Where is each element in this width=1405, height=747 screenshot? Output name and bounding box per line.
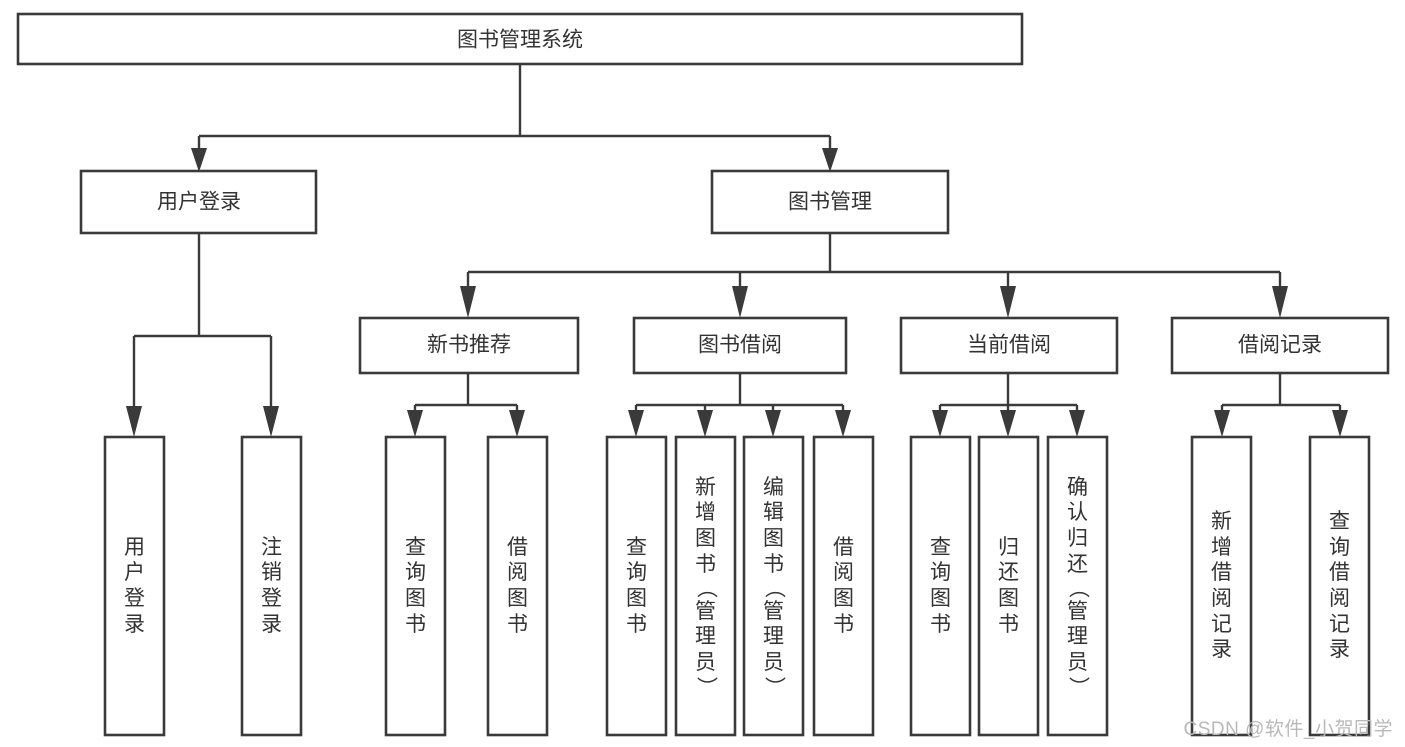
node-borrow-record[interactable] bbox=[1170, 316, 1390, 375]
leaf-bookborrow-edit-book-admin[interactable] bbox=[742, 435, 805, 737]
arrowhead-user-login bbox=[191, 148, 207, 172]
node-current-borrow-label: 当前借阅 bbox=[967, 334, 1051, 357]
node-root-book-management-system[interactable] bbox=[16, 12, 1024, 66]
leaf-newbook-query-book[interactable] bbox=[384, 435, 447, 737]
arrowhead-book-borrow bbox=[732, 286, 748, 318]
arrowhead-bookborrow-leaf-1 bbox=[628, 410, 644, 437]
node-new-book-recommend[interactable] bbox=[358, 316, 580, 375]
leaf-currentborrow-query-book[interactable] bbox=[909, 435, 972, 737]
label-layer: 图书管理系统 用户登录 图书管理 新书推荐 图书借阅 当前借阅 借阅记录 bbox=[157, 29, 1322, 357]
node-new-book-recommend-label: 新书推荐 bbox=[427, 334, 511, 357]
leaf-bookborrow-borrow-book[interactable] bbox=[812, 435, 875, 737]
node-user-login[interactable] bbox=[79, 169, 318, 235]
node-borrow-record-label: 借阅记录 bbox=[1238, 334, 1322, 357]
node-layer bbox=[16, 12, 1390, 737]
node-user-login-label: 用户登录 bbox=[157, 191, 241, 214]
node-book-management-label: 图书管理 bbox=[788, 191, 872, 214]
arrowhead-leaf-logout bbox=[263, 406, 279, 437]
leaf-bookborrow-add-book-admin[interactable] bbox=[674, 435, 737, 737]
arrowhead-borrow-record bbox=[1272, 286, 1288, 318]
arrowhead-bookborrow-leaf-4 bbox=[835, 410, 851, 437]
node-book-borrow[interactable] bbox=[632, 316, 848, 375]
node-current-borrow[interactable] bbox=[899, 316, 1119, 375]
arrowhead-newbook-leaf-2 bbox=[509, 410, 525, 437]
arrowhead-bookborrow-leaf-2 bbox=[697, 410, 713, 437]
leaf-borrowrecord-query-record[interactable] bbox=[1308, 435, 1371, 737]
node-book-management[interactable] bbox=[710, 169, 950, 235]
arrowhead-leaf-user-login bbox=[126, 406, 142, 437]
leaf-bookborrow-query-book[interactable] bbox=[605, 435, 668, 737]
node-book-borrow-label: 图书借阅 bbox=[698, 334, 782, 357]
arrowhead-currentborrow-leaf-2 bbox=[1000, 410, 1016, 437]
leaf-newbook-borrow-book[interactable] bbox=[486, 435, 549, 737]
arrowhead-bookborrow-leaf-3 bbox=[765, 410, 781, 437]
leaf-currentborrow-confirm-return-admin[interactable] bbox=[1046, 435, 1109, 737]
leaf-user-login-query[interactable] bbox=[103, 435, 166, 737]
node-root-label: 图书管理系统 bbox=[457, 29, 583, 52]
connector-layer bbox=[126, 64, 1348, 437]
arrowhead-currentborrow-leaf-3 bbox=[1069, 410, 1085, 437]
leaf-borrowrecord-add-record[interactable] bbox=[1190, 435, 1253, 737]
arrowhead-borrowrecord-leaf-2 bbox=[1332, 410, 1348, 437]
arrowhead-currentborrow-leaf-1 bbox=[932, 410, 948, 437]
arrowhead-book-manage bbox=[822, 148, 838, 172]
arrowhead-new-book bbox=[460, 286, 476, 318]
arrowhead-newbook-leaf-1 bbox=[407, 410, 423, 437]
arrowhead-borrowrecord-leaf-1 bbox=[1214, 410, 1230, 437]
leaf-user-logout[interactable] bbox=[240, 435, 303, 737]
leaf-currentborrow-return-book[interactable] bbox=[977, 435, 1040, 737]
arrowhead-current-borrow bbox=[1000, 286, 1016, 318]
